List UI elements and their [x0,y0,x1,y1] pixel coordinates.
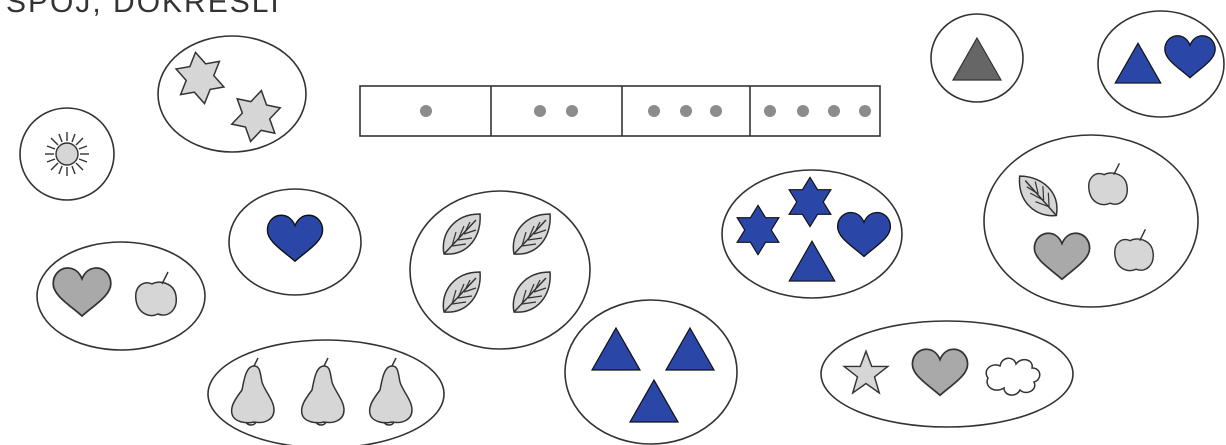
pear-icon [302,358,344,425]
apple-icon [1115,229,1153,270]
triangle-icon [789,241,835,281]
triangle-icon [1115,43,1161,83]
apple-icon [136,272,177,315]
leaf-icon [443,214,480,254]
heart-icon [1165,36,1215,78]
heart-icon [53,268,111,316]
dot [764,105,776,117]
triangle-icon [592,328,640,370]
star-icon [844,351,888,393]
dot [420,105,432,117]
star-icon [229,86,283,146]
heart-icon [912,349,967,395]
sun-icon [45,132,89,176]
triangle-icon [953,38,1001,80]
triangle-icon [666,328,714,370]
dot [710,105,722,117]
oval-leaf-apples-heart[interactable] [984,135,1198,307]
triangle-icon [630,380,678,422]
dot [680,105,692,117]
leaf-icon [1016,176,1059,216]
dot [859,105,871,117]
oval-leaves[interactable] [410,191,590,349]
heart-icon [267,215,322,261]
star-icon [789,177,831,226]
cloud-icon [986,358,1040,395]
counting-strip [360,86,880,136]
leaf-icon [513,272,550,312]
leaf-icon [513,214,550,254]
dot [828,105,840,117]
pear-icon [232,358,274,425]
leaf-icon [443,272,480,312]
dot [534,105,546,117]
heart-icon [838,213,891,257]
apple-icon [1089,163,1127,204]
dot [797,105,809,117]
pear-icon [370,358,412,425]
star-icon [174,49,226,108]
heart-icon [1034,233,1089,279]
dot [648,105,660,117]
dot [566,105,578,117]
star-icon [737,205,779,254]
